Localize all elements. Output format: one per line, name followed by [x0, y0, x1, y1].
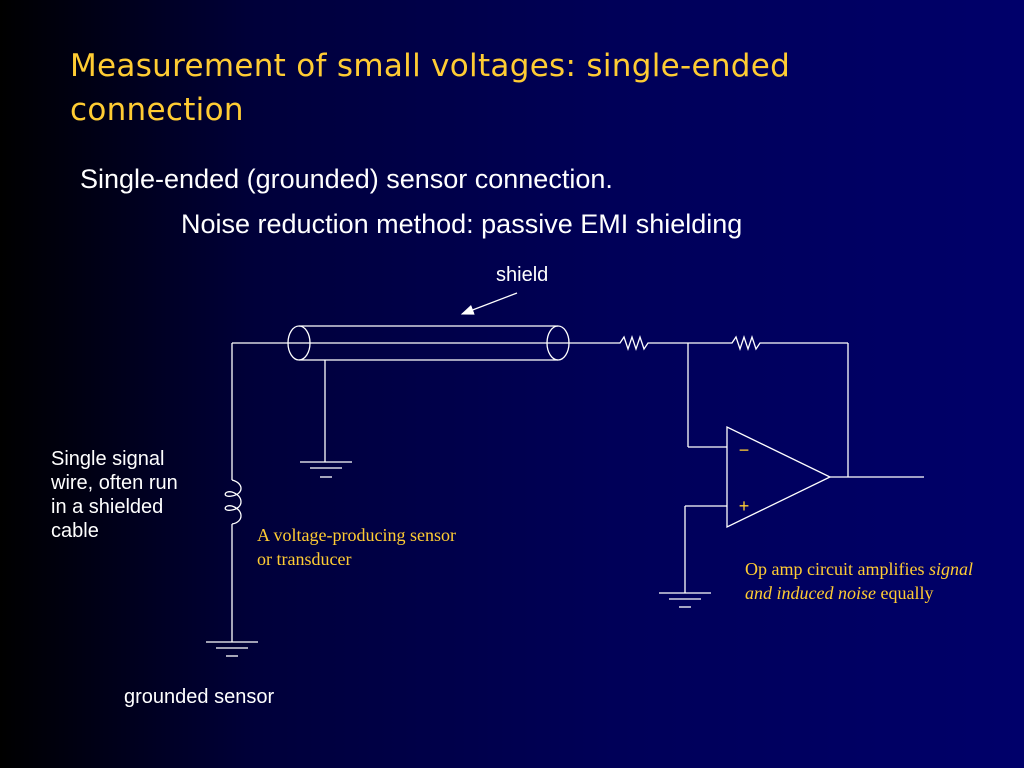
grounded-sensor-label: grounded sensor [124, 686, 275, 708]
slide-title: Measurement of small voltages: single-en… [70, 48, 791, 128]
input-resistor-icon [612, 334, 688, 352]
opamp-triangle [726, 425, 832, 529]
sensor-coil-icon [224, 479, 242, 525]
slide-subtitle-method: Noise reduction method: passive EMI shie… [181, 209, 743, 239]
shield-ground-icon [300, 461, 352, 478]
opamp-label-part2: equally [875, 583, 934, 603]
opamp-plus-sign: + [739, 496, 750, 516]
shield-label: shield [496, 264, 549, 286]
shield-cable [287, 325, 570, 361]
opamp-ground-icon [659, 592, 711, 608]
sensor-label: A voltage-producing sensor or transducer [257, 525, 456, 569]
opamp-minus-sign: − [739, 440, 750, 460]
slide-subtitle: Single-ended (grounded) sensor connectio… [80, 164, 613, 194]
signal-wire-label: Single signal wire, often run in a shiel… [51, 448, 178, 542]
opamp-label: Op amp circuit amplifies signal and indu… [745, 557, 975, 605]
shield-arrow [460, 292, 518, 315]
sensor-ground-icon [206, 641, 258, 657]
feedback-resistor-icon [688, 334, 848, 352]
opamp-label-italic: signal and induced noise [745, 559, 973, 603]
opamp-label-part1: Op amp circuit amplifies [745, 559, 929, 579]
